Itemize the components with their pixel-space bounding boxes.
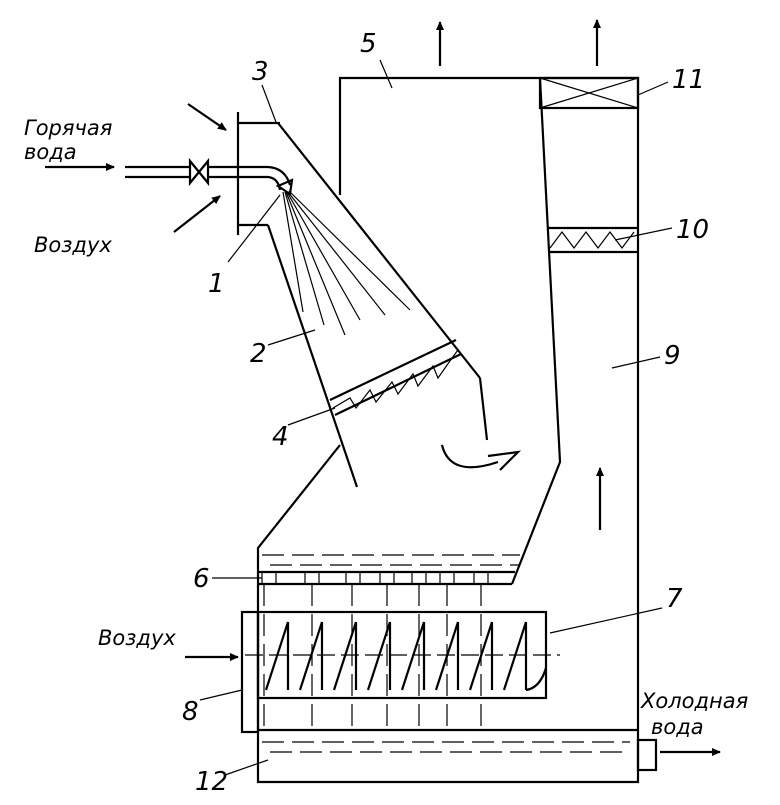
distribution-grid-6 bbox=[258, 570, 515, 585]
rotor-7 bbox=[245, 610, 560, 700]
leader-lines bbox=[199, 59, 673, 776]
callout-2: 2 bbox=[250, 339, 267, 369]
hot-water-label-line1: Горячая bbox=[24, 116, 112, 140]
lower-basin-12 bbox=[258, 728, 658, 772]
mesh-4 bbox=[329, 339, 462, 416]
callout-4: 4 bbox=[272, 422, 289, 452]
air-bottom-label: Воздух bbox=[98, 626, 176, 650]
hot-water-pipe bbox=[125, 157, 294, 196]
callout-9: 9 bbox=[664, 341, 681, 371]
callout-12: 12 bbox=[195, 767, 228, 797]
cold-water-label-line1: Холодная bbox=[640, 689, 748, 713]
spray-jets bbox=[282, 190, 411, 336]
air-in-arrow-2 bbox=[173, 195, 221, 233]
nozzle-housing bbox=[236, 112, 280, 235]
callout-6: 6 bbox=[193, 564, 210, 594]
callout-3: 3 bbox=[252, 57, 269, 87]
air-in-arrow-1 bbox=[187, 103, 227, 131]
callout-7: 7 bbox=[666, 584, 683, 614]
callout-1: 1 bbox=[208, 269, 225, 299]
eliminator-11 bbox=[538, 76, 640, 110]
callout-11: 11 bbox=[672, 65, 705, 95]
flow-arrow-head bbox=[487, 450, 522, 471]
cone-wall bbox=[266, 224, 359, 488]
callout-5: 5 bbox=[360, 29, 377, 59]
air-top-label: Воздух bbox=[34, 233, 112, 257]
hot-water-label-line2: вода bbox=[24, 140, 77, 164]
cold-water-label-line2: вода bbox=[651, 715, 704, 739]
tower-shell bbox=[256, 76, 640, 784]
callout-8: 8 bbox=[182, 697, 199, 727]
mesh-10 bbox=[548, 226, 638, 254]
fan-housing-8 bbox=[240, 610, 260, 734]
drip-lines bbox=[263, 584, 482, 730]
callout-10: 10 bbox=[676, 215, 709, 245]
flow-arrow-curved bbox=[440, 444, 499, 469]
upper-basin-water bbox=[262, 554, 520, 566]
